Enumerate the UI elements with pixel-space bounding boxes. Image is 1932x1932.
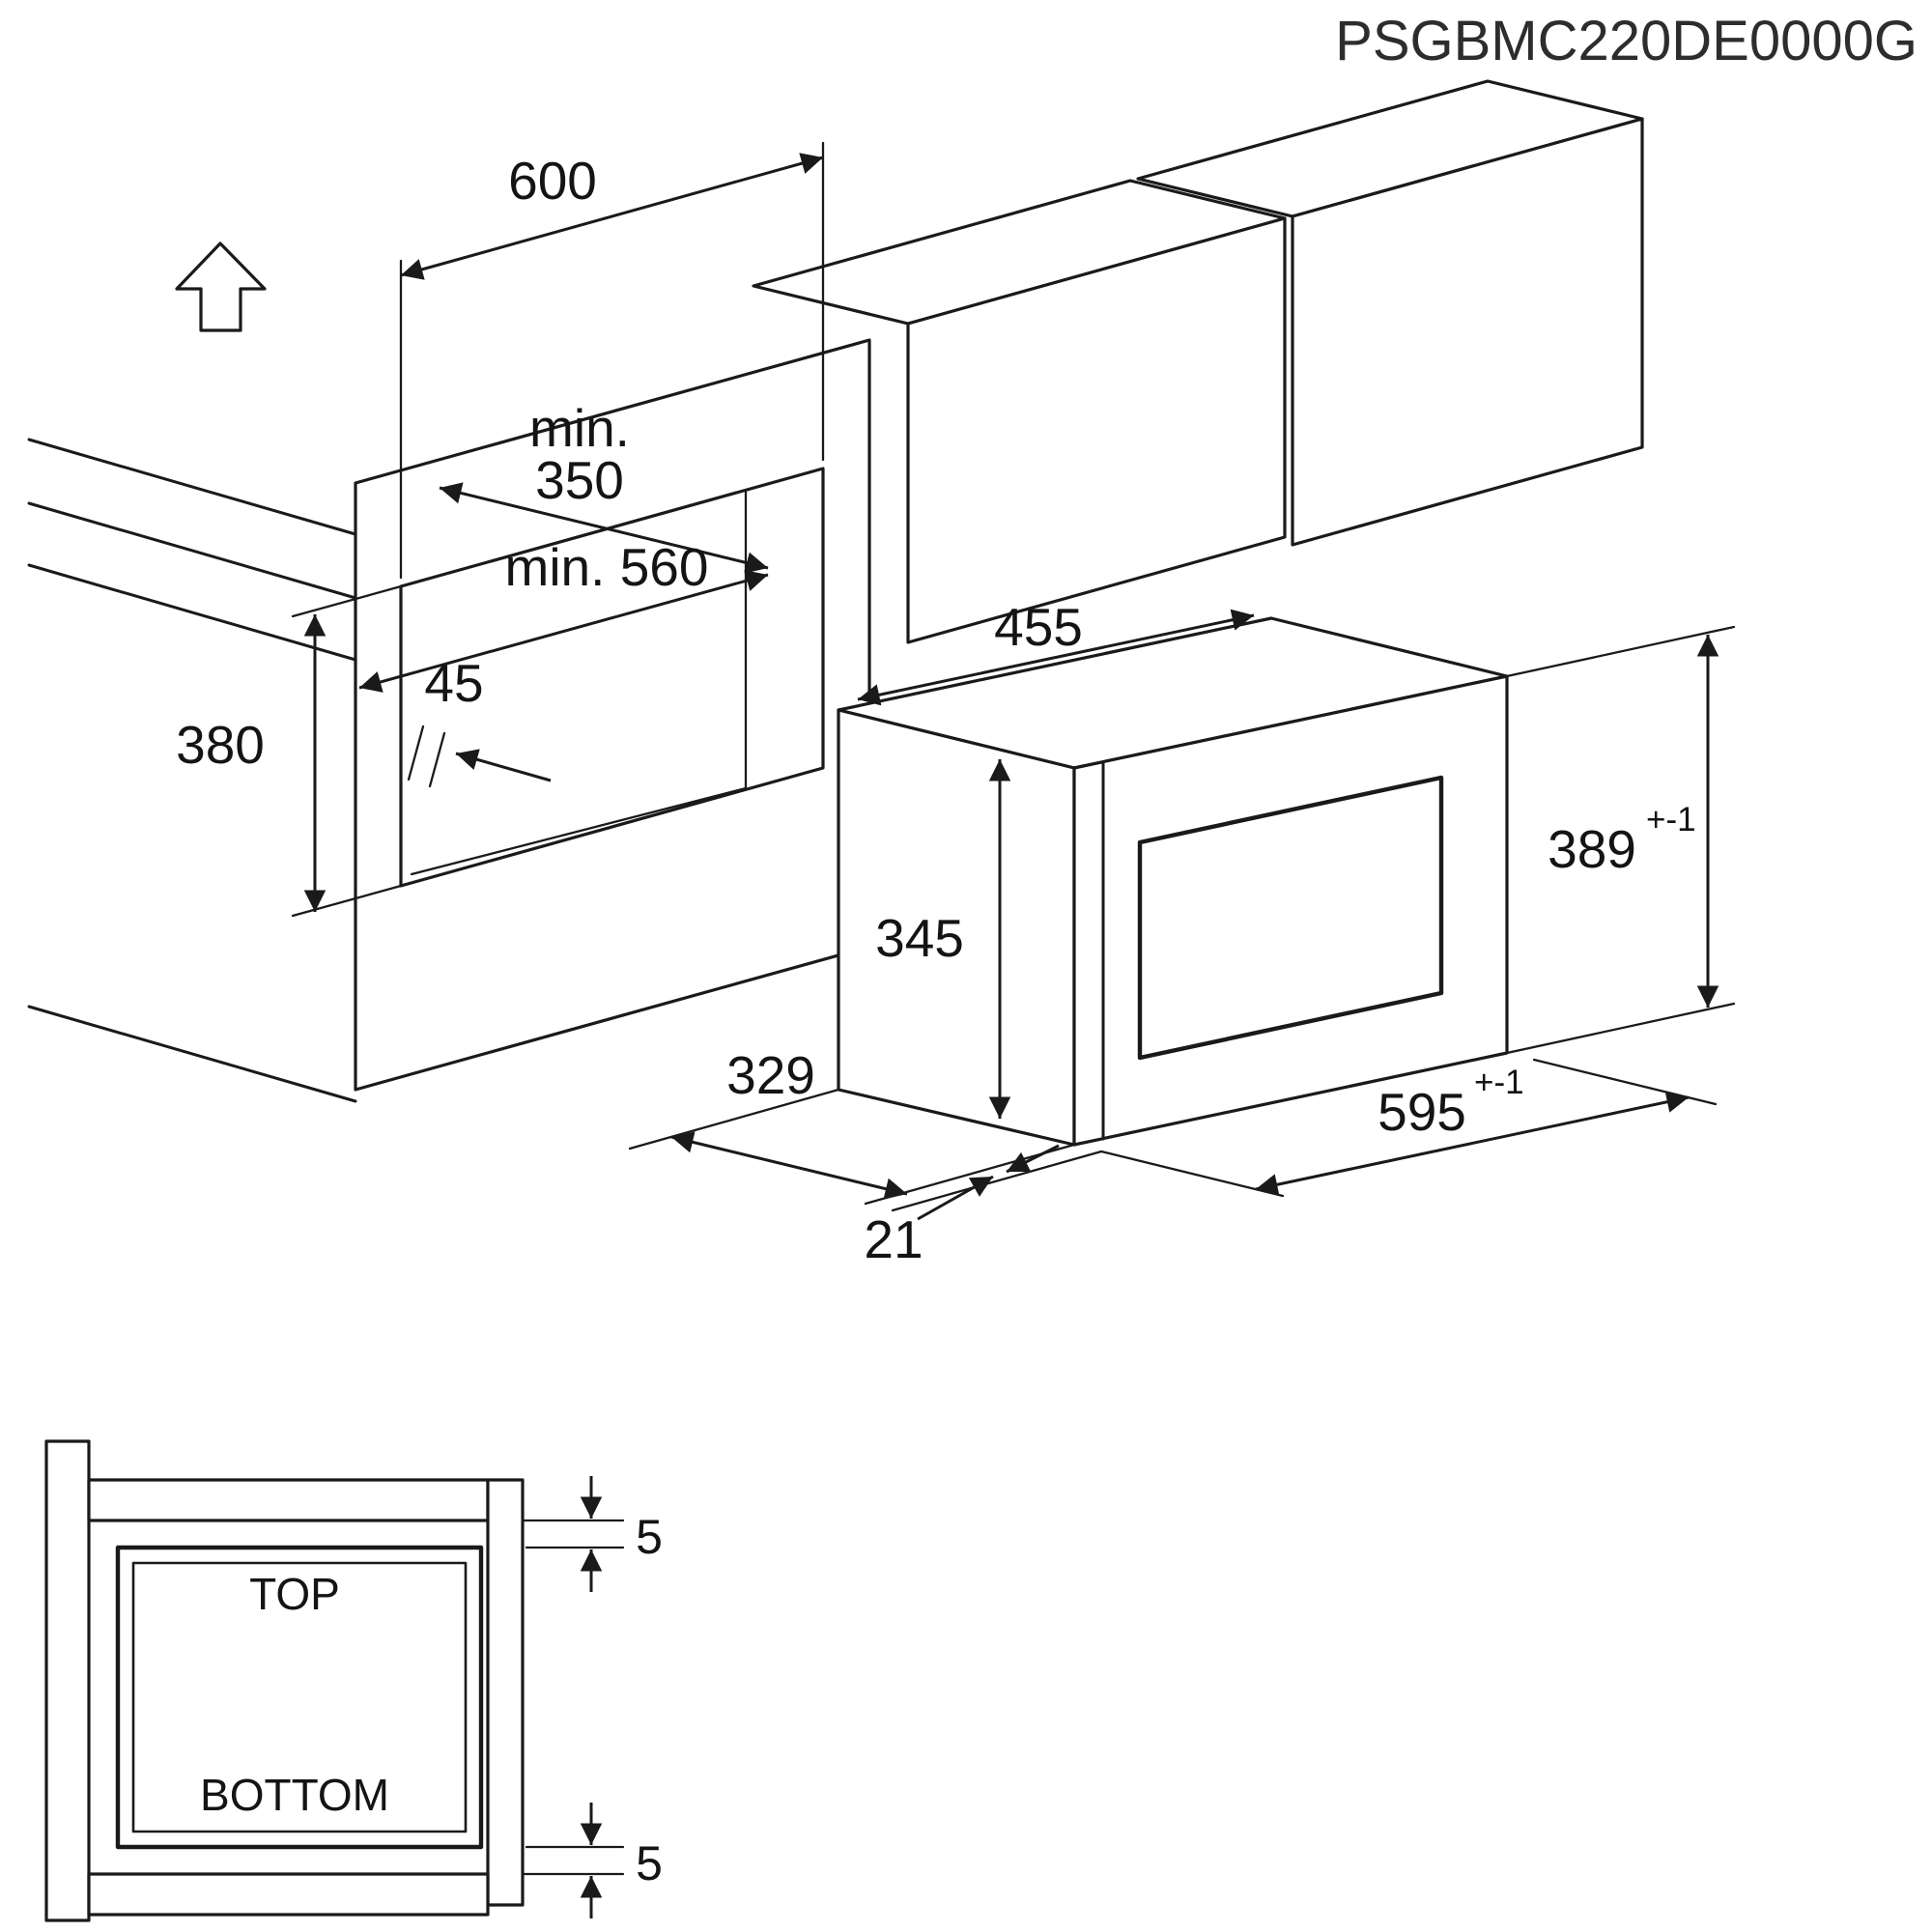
floor-line (27, 1005, 357, 1103)
dim-label-door-projection: 21 (864, 1209, 923, 1269)
dim-label-front-clearance: 45 (424, 653, 483, 713)
dim-oven-overall-height: 389 +-1 (1505, 625, 1736, 1055)
oven-dimension-view: 455 345 389 +-1 329 595 (628, 597, 1736, 1269)
dim-label-oven-depth: 329 (726, 1045, 815, 1105)
dim-label-oven-overall-width-tol: +-1 (1474, 1064, 1524, 1101)
dim-oven-top-width: 455 (857, 597, 1255, 706)
dim-door-projection: 21 (864, 1144, 1060, 1269)
dim-label-oven-overall-height: 389 (1548, 819, 1636, 879)
dim-niche-width: 600 (399, 141, 825, 580)
wall-cabinet-right (752, 79, 1644, 644)
front-view-top-label: TOP (249, 1569, 340, 1619)
cabinet-left-panel (44, 1439, 91, 1922)
dim-oven-depth: 329 (628, 1045, 1076, 1206)
dim-label-gap-bottom: 5 (636, 1836, 663, 1890)
dim-label-oven-top-width: 455 (994, 597, 1083, 657)
dim-label-oven-overall-width: 595 (1378, 1082, 1466, 1142)
product-code: PSGBMC220DE0000G (1335, 10, 1918, 72)
dim-label-niche-min-width: min. 560 (505, 537, 709, 597)
dim-front-clearance: 45 (407, 653, 552, 788)
dim-label-niche-width: 600 (508, 151, 597, 211)
dim-oven-front-height: 345 (875, 759, 1011, 1119)
dim-niche-min-depth: min. 350 (439, 398, 769, 574)
front-clearance-view: TOP BOTTOM 5 5 (44, 1439, 663, 1922)
dim-niche-min-width: min. 560 (358, 537, 769, 693)
dim-label-niche-height: 380 (176, 715, 265, 775)
front-view-bottom-label: BOTTOM (200, 1770, 389, 1820)
counter-edge-2 (27, 501, 357, 600)
dim-oven-overall-width: 595 +-1 (891, 1058, 1718, 1212)
counter-edge-3 (27, 563, 357, 662)
dim-label-oven-front-height: 345 (875, 908, 964, 968)
oven-door-window (1137, 775, 1444, 1061)
dim-label-min-prefix: min. (529, 398, 630, 458)
niche-interior-floor (410, 786, 748, 876)
dim-label-oven-overall-height-tol: +-1 (1646, 801, 1696, 838)
dim-niche-height: 380 (176, 584, 403, 918)
dim-label-niche-min-depth: 350 (535, 450, 624, 510)
dim-gap-top: 5 (521, 1476, 663, 1592)
dim-gap-bottom: 5 (521, 1803, 663, 1918)
cabinet-right-panel (486, 1478, 525, 1907)
cabinet-b-front-face (1291, 117, 1644, 547)
cabinet-bottom-panel (87, 1872, 490, 1917)
countertop (27, 438, 357, 1103)
counter-edge-1 (27, 438, 357, 536)
cabinet-top-panel (87, 1478, 490, 1522)
cabinet-a-front-face (906, 216, 1287, 644)
up-arrow-icon (175, 242, 267, 332)
dim-label-gap-top: 5 (636, 1510, 663, 1564)
oven-front-inner-outline (131, 1561, 468, 1833)
niche-cutout-view: 600 min. 350 min. 560 45 380 (27, 79, 1644, 1103)
